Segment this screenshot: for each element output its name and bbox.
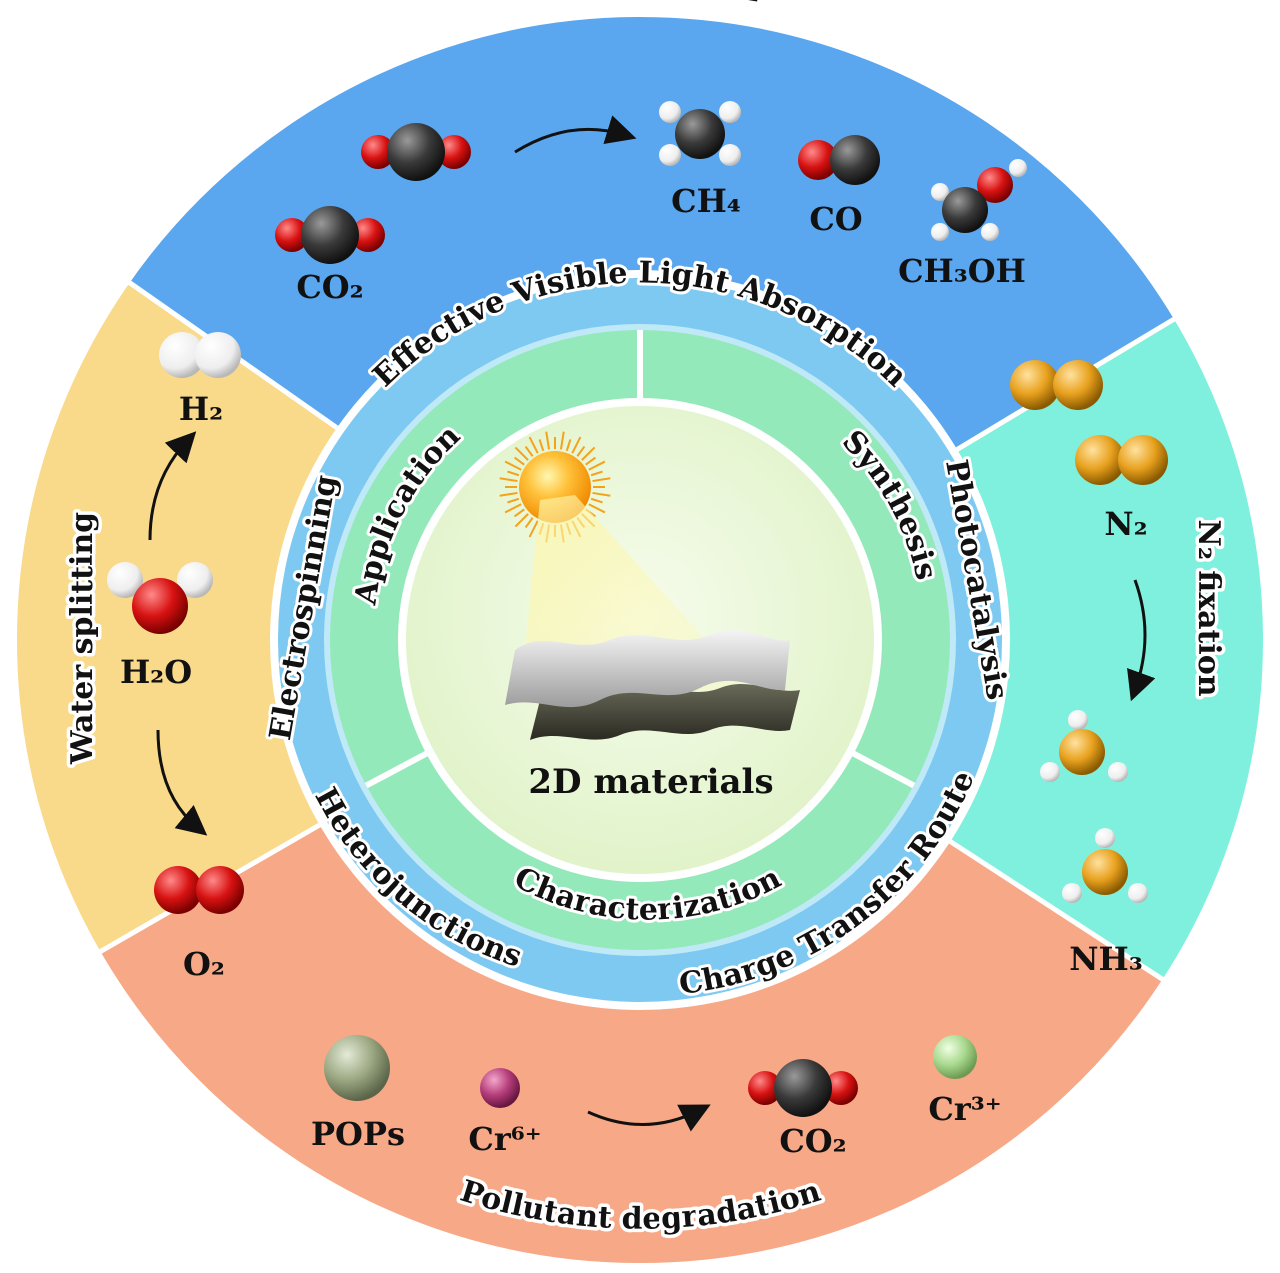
ch3oh-hydrogen-atom (931, 223, 949, 241)
inner-ring-dividers (364, 330, 916, 789)
water-splitting-title: Water splitting (65, 512, 100, 765)
arrow-n2-to-nh3 (1127, 579, 1156, 702)
ch4-label: CH₄ (671, 182, 741, 220)
n2-nitrogen-atom (1075, 435, 1125, 485)
n2-label: N₂ (1104, 505, 1147, 543)
ch4-hydrogen-atom (719, 101, 741, 123)
ch3oh-carbon-atom (942, 187, 988, 233)
co2-bottom-oxygen-atom (748, 1071, 782, 1105)
co2-reduction-title: CO₂ reduction (518, 0, 763, 9)
cr6-sphere (480, 1068, 520, 1108)
ch3oh-label: CH₃OH (898, 252, 1026, 290)
co2-left-oxygen-atom (275, 218, 309, 252)
n2-nitrogen-atom (1118, 435, 1168, 485)
co2-bottom-carbon-atom (774, 1059, 832, 1117)
o2-oxygen-atom (154, 866, 202, 914)
nh3-nitrogen-atom (1082, 849, 1128, 895)
n2-top-nitrogen-atom (1053, 360, 1103, 410)
co2-bottom-oxygen-atom (824, 1071, 858, 1105)
co2-top-oxygen-atom (437, 135, 471, 169)
2d-material-sheet-icon (505, 630, 800, 740)
nh3-hydrogen-atom (1095, 828, 1115, 848)
n2-top-nitrogen-atom (1010, 360, 1060, 410)
arrow-h2o-to-h2 (148, 431, 197, 541)
inner-divider-line (848, 749, 916, 789)
co2-bottom-label: CO₂ (779, 1122, 846, 1160)
reaction-arrows (148, 115, 1156, 1132)
cr3-sphere (933, 1035, 977, 1079)
co2-left-carbon-atom (301, 206, 359, 264)
center-label: 2D materials (528, 762, 773, 802)
h2o-hydrogen-atom (177, 562, 213, 598)
o2-oxygen-atom (196, 866, 244, 914)
co-label: CO (809, 200, 862, 238)
arrow-h2o-to-o2 (156, 729, 208, 836)
molecule-labels: CO₂ CH₄ CO CH₃OH H₂ H₂O O₂ N₂ NH₃ POPs C… (120, 182, 1148, 1160)
nh3-top-hydrogen-atom (1040, 762, 1060, 782)
arrow-pollutants-to-products (587, 1104, 711, 1132)
co2-top-oxygen-atom (361, 135, 395, 169)
o2-label: O₂ (183, 945, 225, 983)
nh3-top-nitrogen-atom (1059, 729, 1105, 775)
nh3-hydrogen-atom (1128, 883, 1148, 903)
ch3oh-hydrogen-atom (981, 223, 999, 241)
h2o-label: H₂O (120, 653, 192, 691)
co2-left-label: CO₂ (296, 268, 363, 306)
ch4-carbon-atom (675, 109, 725, 159)
inner-divider-line (364, 749, 432, 789)
nh3-label: NH₃ (1069, 940, 1143, 978)
sector-divider-line (940, 833, 1166, 983)
h2-hydrogen-atom (195, 332, 241, 378)
co2-top-carbon-atom (387, 123, 445, 181)
ch4-hydrogen-atom (659, 101, 681, 123)
h2o-hydrogen-atom (107, 562, 143, 598)
ch3oh-hydrogen-atom (931, 183, 949, 201)
nh3-top-hydrogen-atom (1068, 710, 1088, 730)
h2o-oxygen-atom (132, 578, 188, 634)
cr3-label: Cr³⁺ (928, 1090, 1001, 1128)
n2-fixation-title: N₂ fixation (1191, 519, 1226, 696)
nh3-top-hydrogen-atom (1108, 762, 1128, 782)
co-carbon-atom (830, 135, 880, 185)
nh3-hydrogen-atom (1062, 883, 1082, 903)
pops-label: POPs (311, 1115, 405, 1153)
pops-sphere (324, 1035, 390, 1101)
h2-hydrogen-atom (159, 332, 205, 378)
ch4-hydrogen-atom (719, 144, 741, 166)
ch4-hydrogen-atom (659, 144, 681, 166)
molecules-layer (107, 101, 1168, 1117)
ch3oh-hydrogen-atom (1009, 159, 1027, 177)
h2-label: H₂ (179, 390, 223, 428)
ch3oh-oxygen-atom (977, 167, 1013, 203)
cr6-label: Cr⁶⁺ (468, 1120, 541, 1158)
outer-ring-edge (13, 13, 1267, 1267)
co2-left-oxygen-atom (351, 218, 385, 252)
arrow-co2-to-products (514, 115, 637, 154)
co-oxygen-atom (798, 140, 838, 180)
